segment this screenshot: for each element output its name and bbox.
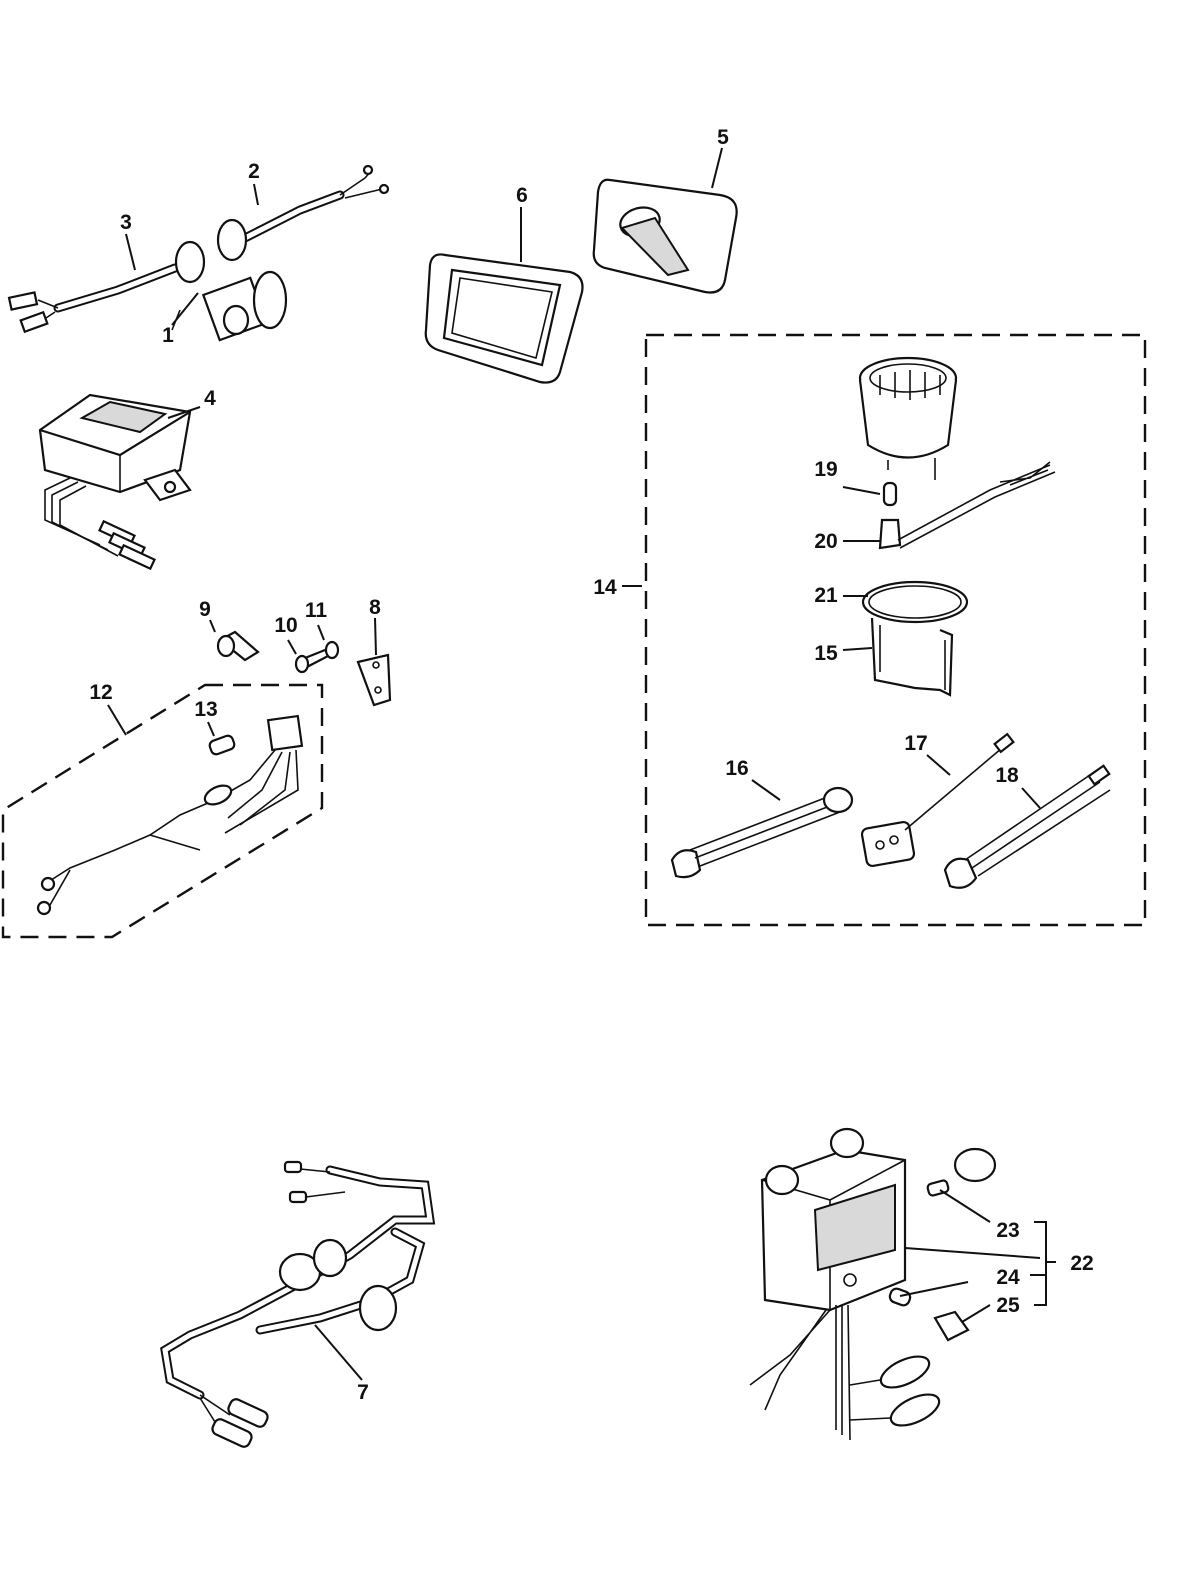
callout-1: 1 [162,324,174,347]
plate-part-8 [356,653,392,707]
callout-11: 11 [305,599,328,622]
callout-3: 3 [120,211,132,234]
callout-7: 7 [357,1381,369,1404]
callouts: 2 3 1 4 6 5 14 19 20 21 15 16 17 18 9 10… [89,126,1093,1404]
callout-16: 16 [725,757,748,780]
socket-part-20 [878,461,1056,550]
callout-12: 12 [89,681,112,704]
callout-13: 13 [194,698,217,721]
fuse-part-13 [208,734,236,756]
bulb-part-19 [882,481,898,507]
callout-24: 24 [996,1266,1020,1289]
callout-25: 25 [996,1294,1020,1317]
callout-15: 15 [814,642,838,665]
ring-part-21 [861,580,969,624]
cover-part-5 [592,178,738,294]
leader-lines [107,147,1056,1381]
harness-part-7 [160,1160,436,1448]
module-box-part-4 [38,393,192,571]
callout-17: 17 [904,732,927,755]
bulb-part-23 [926,1147,997,1197]
callout-21: 21 [814,584,838,607]
screw-part-9 [216,630,260,662]
bracket-part-15 [870,617,954,697]
callout-2: 2 [248,160,260,183]
harness-part-12 [36,714,304,916]
callout-19: 19 [814,458,837,481]
group-box-12 [1,683,324,939]
harness-part-17 [860,732,1015,868]
callout-6: 6 [516,184,528,207]
callout-20: 20 [814,530,837,553]
harness-part-16 [670,786,854,879]
callout-5: 5 [717,126,729,149]
washer-part-11 [324,640,340,660]
callout-10: 10 [274,614,297,637]
harness-switch-assembly [7,164,390,342]
callout-8: 8 [369,596,381,619]
bulb-part-24 [888,1287,912,1307]
socket-part-25 [933,1310,970,1342]
gauge-housing [858,356,958,480]
callout-9: 9 [199,598,211,621]
callout-18: 18 [995,764,1019,787]
harness-part-18 [943,764,1111,889]
callout-22: 22 [1070,1252,1093,1275]
callout-14: 14 [593,576,617,599]
module-part-22 [749,1127,941,1441]
screw-part-10 [294,648,332,674]
callout-4: 4 [204,387,216,410]
gasket-part-6 [424,253,584,384]
callout-23: 23 [996,1219,1019,1242]
